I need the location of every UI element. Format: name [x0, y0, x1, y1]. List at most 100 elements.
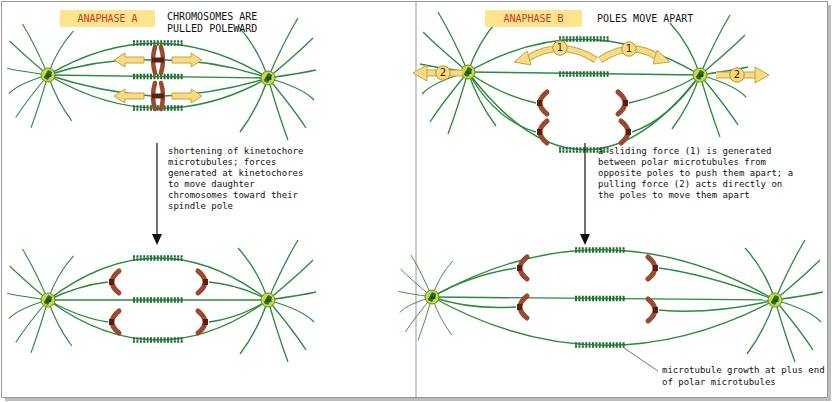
spindle-a-after — [198, 311, 208, 333]
step-arrow — [580, 143, 590, 245]
microtubules — [48, 299, 268, 300]
step-arrow — [580, 234, 590, 245]
spindle-a-before — [41, 68, 55, 82]
phase-tag: ANAPHASE B — [485, 10, 582, 27]
microtubules — [468, 39, 700, 150]
spindle-a-before — [133, 42, 183, 45]
spindle-b-before — [618, 92, 628, 114]
spindle-a-after — [109, 271, 119, 293]
microtubules — [209, 282, 268, 300]
spindle-a-before — [114, 89, 144, 103]
spindle-a-before — [238, 18, 316, 140]
microtubules — [432, 297, 516, 308]
spindle-b-before — [461, 65, 475, 79]
spindle-b-before — [559, 73, 609, 76]
spindle-b-after — [517, 296, 527, 318]
spindle-a-before — [133, 107, 183, 110]
spindle-b-before — [559, 38, 609, 41]
spindle-a-after — [41, 293, 55, 307]
phase-name: ANAPHASE A — [77, 13, 137, 24]
microtubules — [209, 300, 268, 322]
sliding-force-arrow — [653, 50, 670, 64]
spindle-a-before — [133, 75, 183, 78]
leader-label: microtubule growth at plus end of polar … — [662, 364, 826, 388]
spindle-a-before — [172, 53, 202, 67]
spindle-b-before — [670, 15, 748, 137]
spindle-b-after — [575, 297, 625, 300]
spindle-a-after — [198, 271, 208, 293]
pulling-force-arrow — [755, 67, 769, 83]
callout-circle — [622, 42, 636, 56]
callout-circle — [436, 66, 450, 80]
microtubules — [432, 297, 775, 345]
panel-divider — [416, 2, 417, 398]
spindle-b-before — [537, 92, 547, 114]
phase-name: ANAPHASE B — [503, 13, 563, 24]
callout-number: 1 — [552, 40, 568, 56]
spindle-a-after — [133, 299, 183, 302]
microtubules — [432, 268, 516, 297]
step-arrow — [152, 143, 162, 245]
panel-caption: a sliding force (1) is generated between… — [598, 146, 794, 201]
callout-number: 1 — [621, 41, 637, 57]
spindle-b-before — [621, 121, 631, 143]
microtubules — [632, 75, 700, 132]
spindle-b-after — [517, 257, 527, 279]
callout-number: 1 — [552, 40, 568, 56]
microtubules — [432, 250, 775, 300]
spindle-b-after — [398, 240, 823, 362]
microtubules — [48, 75, 268, 78]
spindle-b-before — [693, 68, 707, 82]
spindle-b-after — [768, 293, 782, 307]
callout-circle — [553, 41, 567, 55]
spindle-a-after — [7, 240, 316, 362]
callout-number: 2 — [435, 65, 451, 81]
microtubules — [432, 297, 775, 300]
step-arrow — [152, 234, 162, 245]
spindle-b-after — [575, 344, 625, 347]
step-arrow — [156, 143, 157, 236]
sliding-force-arrow — [514, 48, 670, 65]
microtubules — [468, 72, 536, 132]
microtubules — [659, 300, 775, 311]
panel-frame — [2, 2, 828, 398]
spindle-b-after — [648, 257, 658, 279]
callout-number: 2 — [435, 65, 451, 81]
phase-tag: ANAPHASE A — [60, 10, 155, 27]
pulling-force-arrow — [413, 65, 427, 81]
panel-heading: CHROMOSOMES ARE PULLED POLEWARD — [167, 11, 267, 35]
leader-line — [624, 348, 658, 371]
spindle-a-before — [152, 83, 164, 109]
panel-caption: shortening of kinetochore microtubules; … — [168, 146, 311, 212]
spindle-a-after — [133, 339, 183, 342]
spindle-a-before — [261, 71, 275, 85]
microtubules — [48, 43, 268, 108]
callout-number: 1 — [621, 41, 637, 57]
spindle-b-before — [537, 121, 547, 143]
spindle-a-before — [7, 18, 316, 140]
spindle-a-after — [109, 311, 119, 333]
spindle-b-before — [420, 12, 498, 134]
spindle-b-after — [648, 299, 658, 321]
microtubules — [468, 39, 700, 75]
spindle-b-after — [745, 240, 823, 362]
spindle-a-after — [133, 257, 183, 260]
spindle-a-after — [238, 240, 316, 362]
step-arrow — [584, 143, 585, 236]
spindle-a-before — [172, 89, 202, 103]
microtubules — [48, 258, 268, 300]
microtubules — [48, 258, 268, 340]
spindle-a-after — [7, 249, 73, 353]
callout-circle — [730, 68, 744, 82]
sliding-force-arrow — [514, 51, 531, 65]
microtubules — [48, 75, 268, 108]
callout-number: 2 — [729, 67, 745, 83]
callout-number: 2 — [729, 67, 745, 83]
microtubules — [48, 43, 268, 78]
microtubules — [48, 300, 108, 322]
spindle-a-before — [152, 47, 164, 73]
spindle-a-after — [261, 293, 275, 307]
microtubules — [432, 250, 775, 346]
